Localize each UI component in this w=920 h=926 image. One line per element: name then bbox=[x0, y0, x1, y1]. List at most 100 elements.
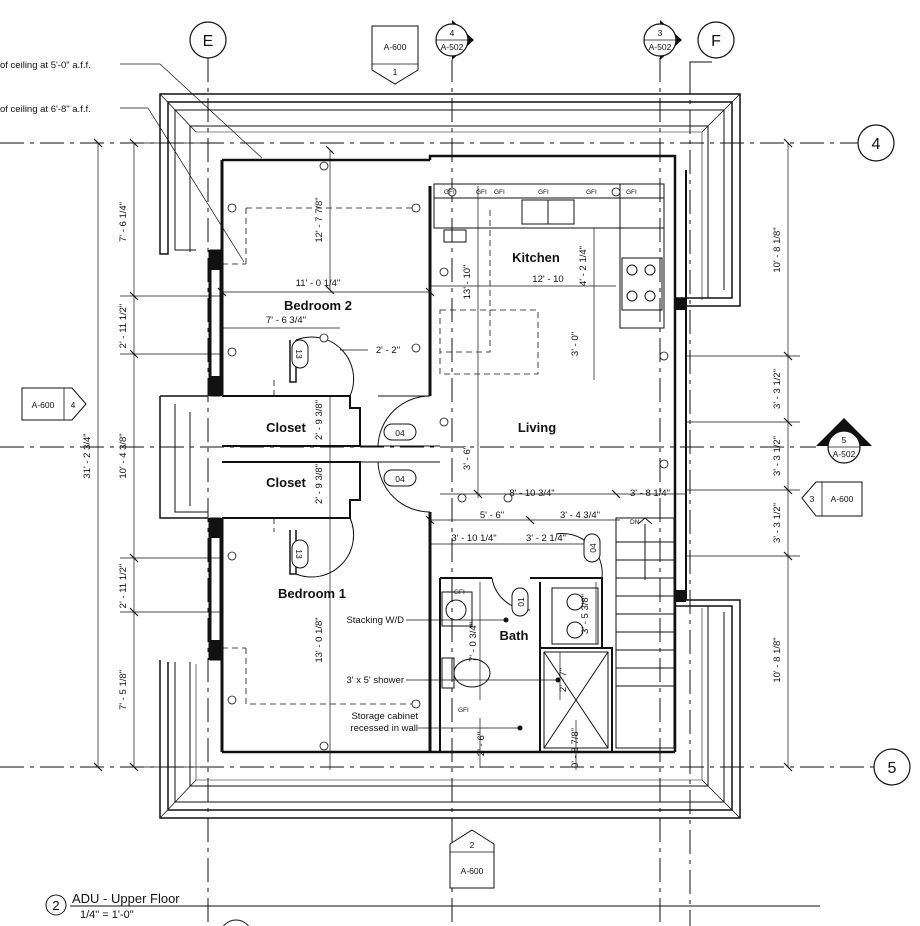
dim-13-10: 13' - 10" bbox=[462, 265, 473, 300]
note-stacking: Stacking W/D bbox=[346, 615, 404, 626]
dim-8-10: 8' - 10 3/4" bbox=[509, 488, 554, 499]
dim-12-10: 12' - 10 bbox=[532, 274, 563, 285]
grid-bubble-4: 4 bbox=[857, 124, 895, 162]
dim-2-9-a: 2' - 9 3/8" bbox=[314, 400, 325, 440]
dim-left-31-2: 31' - 2 3/4" bbox=[82, 433, 93, 478]
section-sheet: A-502 bbox=[649, 42, 672, 52]
note-storage-1: Storage cabinet bbox=[351, 711, 418, 722]
dim-3-4: 3' - 4 3/4" bbox=[560, 510, 600, 521]
section-marker-5: 5 A-502 bbox=[816, 418, 872, 464]
elevation-tag-bottom: 2 A-600 bbox=[449, 829, 495, 889]
exterior-walls bbox=[208, 154, 687, 754]
grid-label-f: F bbox=[711, 33, 721, 50]
dim-right-10-8-b: 10' - 8 1/8" bbox=[772, 637, 783, 682]
grid-bubble-f: F bbox=[697, 21, 735, 59]
leader-dots bbox=[503, 617, 561, 731]
dim-2-7: 2' - 7" bbox=[558, 668, 569, 692]
dim-text-horizontal: 11' - 0 1/4" 7' - 6 3/4" 2' - 2" 12' - 1… bbox=[266, 274, 670, 544]
gfi-label: GFI bbox=[476, 189, 487, 196]
dim-3-0: 3' - 0" bbox=[570, 332, 581, 356]
stairs bbox=[615, 517, 675, 749]
bath-fixtures bbox=[441, 587, 609, 749]
room-label-bath: Bath bbox=[500, 628, 529, 643]
dim-3-8: 3' - 8 1/4" bbox=[630, 488, 670, 499]
dashed-overheads bbox=[222, 207, 539, 705]
dim-left-2-11-b: 2' - 11 1/2" bbox=[118, 564, 129, 609]
elev-num: 2 bbox=[470, 840, 475, 850]
drawing-title: 2 ADU - Upper Floor 1/4" = 1'-0" bbox=[45, 891, 820, 926]
dim-2-9-b: 2' - 9 3/8" bbox=[314, 464, 325, 504]
elev-sheet: A-600 bbox=[831, 494, 854, 504]
room-label-bedroom-2: Bedroom 2 bbox=[284, 298, 352, 313]
section-num: 5 bbox=[842, 435, 847, 445]
section-num: 3 bbox=[658, 28, 663, 38]
dim-0-8: 0' - 8 7/8" bbox=[570, 728, 581, 768]
wall-hatch bbox=[210, 250, 686, 660]
section-sheet: A-502 bbox=[833, 449, 856, 459]
gfi-label: GFI bbox=[454, 589, 465, 596]
grid-label-5: 5 bbox=[888, 760, 897, 777]
dim-ticks bbox=[93, 138, 793, 772]
dim-left-10-4: 10' - 4 3/8" bbox=[118, 433, 129, 478]
elev-num: 3 bbox=[810, 494, 815, 504]
dim-3-10: 3' - 10 1/4" bbox=[451, 533, 496, 544]
dim-right-3-3-a: 3' - 3 1/2" bbox=[772, 369, 783, 409]
room-label-closet-lower: Closet bbox=[266, 475, 306, 490]
dim-right-10-8-a: 10' - 8 1/8" bbox=[772, 227, 783, 272]
note-storage-2: recessed in wall bbox=[350, 723, 418, 734]
note-shower: 3' x 5' shower bbox=[347, 675, 405, 686]
dim-left-7-5: 7' - 5 1/8" bbox=[118, 670, 129, 710]
dim-3-2: 3' - 2 1/4" bbox=[526, 533, 566, 544]
door-tag-04-c: 04 bbox=[588, 543, 598, 553]
grid-label-4: 4 bbox=[872, 136, 881, 153]
outlets bbox=[227, 161, 669, 751]
section-num: 4 bbox=[450, 28, 455, 38]
gfi-label: GFI bbox=[444, 189, 455, 196]
room-label-closet-upper: Closet bbox=[266, 420, 306, 435]
elev-sheet: A-600 bbox=[461, 866, 484, 876]
door-tag-04-b: 04 bbox=[395, 474, 405, 484]
section-marker-3: 3 A-502 bbox=[643, 20, 682, 60]
gfi-label: GFI bbox=[626, 189, 637, 196]
dim-7-6-3-4: 7' - 6 3/4" bbox=[266, 315, 306, 326]
dim-2-6: 2' - 6" bbox=[476, 732, 487, 756]
room-label-living: Living bbox=[518, 420, 556, 435]
section-sheet: A-502 bbox=[441, 42, 464, 52]
dim-left-2-11-a: 2' - 11 1/2" bbox=[118, 304, 129, 349]
grid-lines bbox=[0, 58, 874, 926]
section-marker-4: 4 A-502 bbox=[432, 20, 474, 60]
roof-eaves bbox=[159, 93, 741, 819]
dim-text-vertical: 7' - 6 1/4" 2' - 11 1/2" 10' - 4 3/8" 2'… bbox=[82, 197, 783, 768]
grid-bubble-5: 5 bbox=[873, 748, 911, 786]
gfi-label: GFI bbox=[494, 189, 505, 196]
dim-2-2: 2' - 2" bbox=[376, 345, 400, 356]
dim-left-7-6-1-4: 7' - 6 1/4" bbox=[118, 202, 129, 242]
dim-right-3-3-b: 3' - 3 1/2" bbox=[772, 436, 783, 476]
grid-label-e: E bbox=[203, 33, 214, 50]
elev-num: 4 bbox=[71, 400, 76, 410]
dim-12-7: 12' - 7 7/8" bbox=[314, 197, 325, 242]
room-label-kitchen: Kitchen bbox=[512, 250, 560, 265]
dim-13-0: 13' - 0 1/8" bbox=[314, 617, 325, 662]
door-tag-13-lower: 13 bbox=[294, 549, 304, 559]
grid-bubble-e: E bbox=[189, 21, 227, 59]
elev-sheet: A-600 bbox=[32, 400, 55, 410]
gfi-label: GFI bbox=[458, 707, 469, 714]
kitchen-cabinets bbox=[433, 183, 665, 329]
dim-7-0: 7' - 0 3/4" bbox=[468, 622, 479, 662]
elev-sheet: A-600 bbox=[384, 42, 407, 52]
room-label-bedroom-1: Bedroom 1 bbox=[278, 586, 346, 601]
dim-right-3-3-c: 3' - 3 1/2" bbox=[772, 503, 783, 543]
title-scale: 1/4" = 1'-0" bbox=[80, 909, 134, 921]
door-tag-13-upper: 13 bbox=[294, 349, 304, 359]
note-ceiling-5: of ceiling at 5'-0" a.f.f. bbox=[0, 60, 91, 71]
dimension-lines bbox=[97, 63, 800, 770]
title-number: 2 bbox=[52, 898, 59, 913]
elevation-tag-top: A-600 1 bbox=[371, 25, 419, 85]
dim-11-0: 11' - 0 1/4" bbox=[296, 278, 341, 289]
door-tag-04-a: 04 bbox=[395, 428, 405, 438]
dim-3-6: 3' - 6" bbox=[462, 446, 473, 470]
elev-num: 1 bbox=[393, 67, 398, 77]
elevation-tag-left: A-600 4 bbox=[21, 387, 87, 421]
